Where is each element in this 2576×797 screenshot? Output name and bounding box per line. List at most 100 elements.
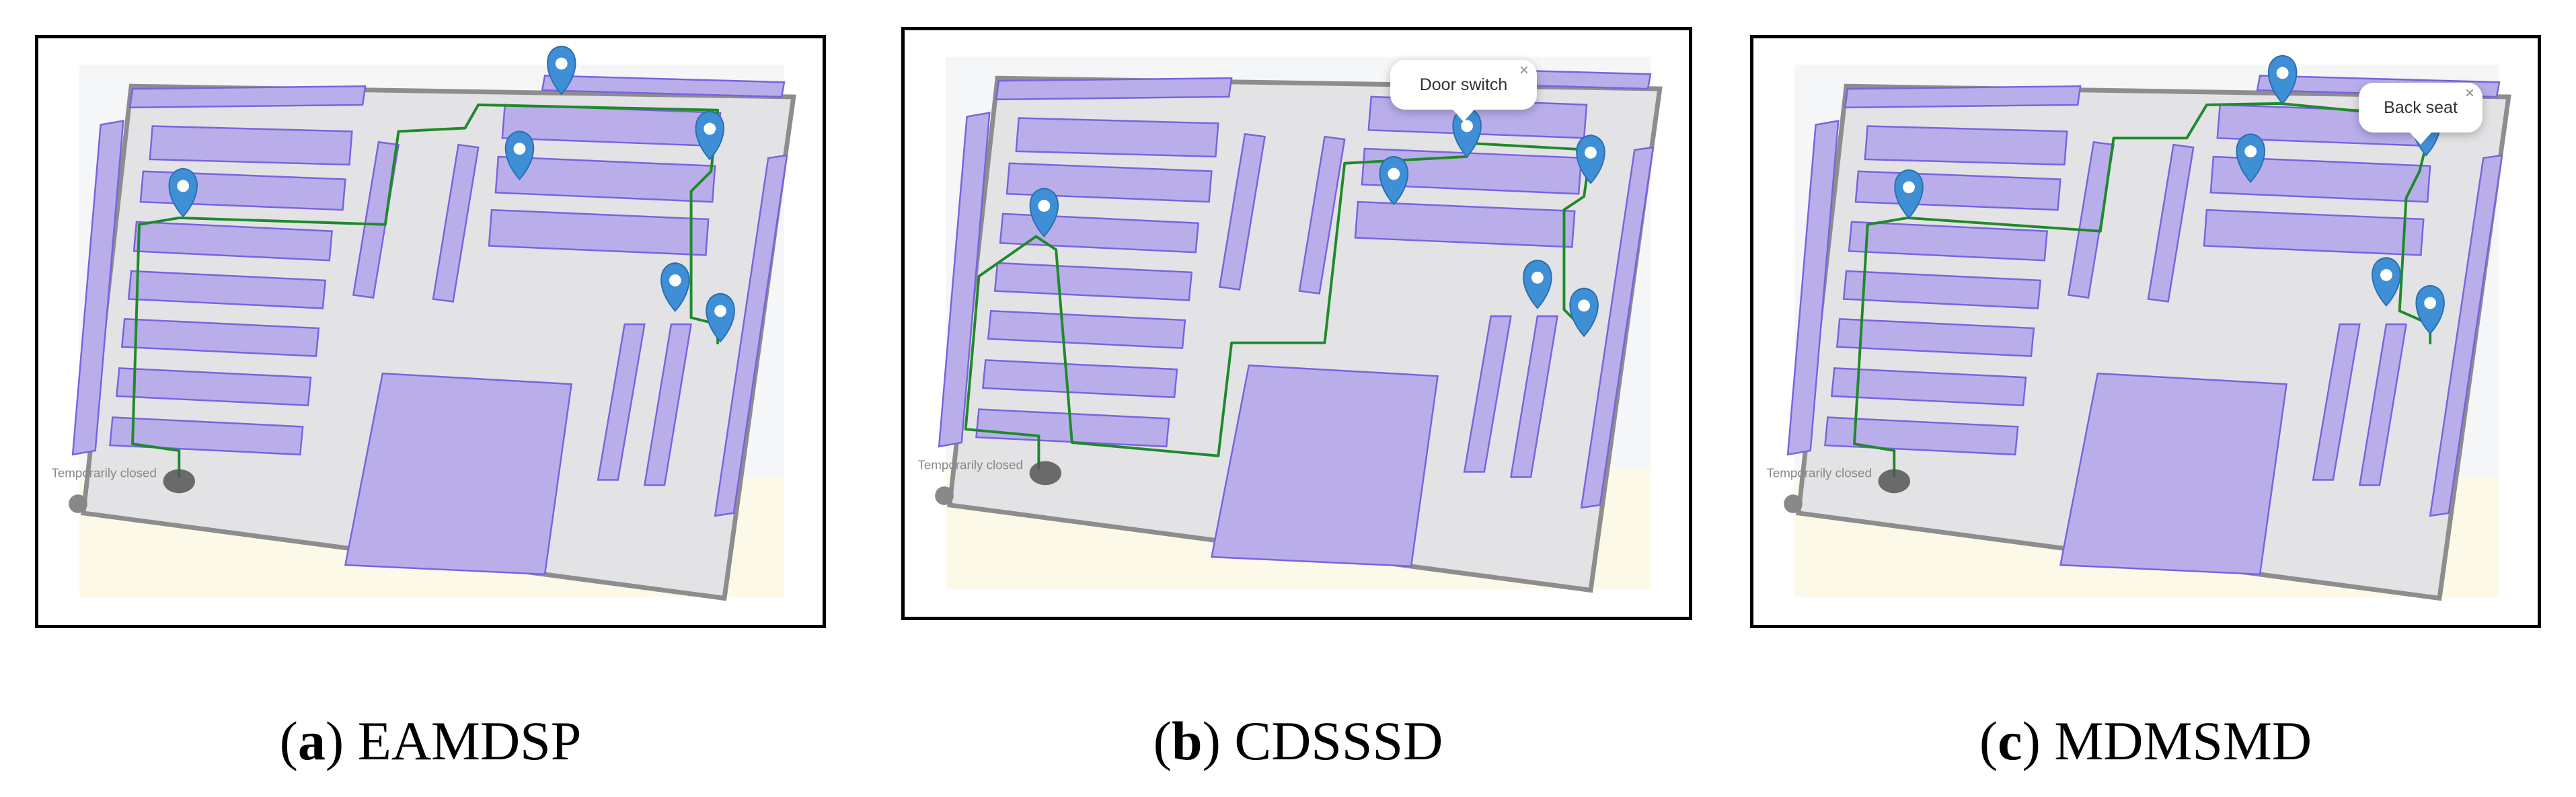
- shelf-block: [1835, 317, 2035, 357]
- shelf-block: [488, 208, 710, 256]
- warehouse-map-b: Temporarily closed: [917, 56, 1663, 593]
- pin-body: [1029, 188, 1059, 237]
- shelf-block: [2358, 323, 2408, 486]
- panel-b-svg: Temporarily closed: [917, 56, 1663, 593]
- closed-place-icon: [1784, 494, 1803, 513]
- pin-dot: [1903, 181, 1915, 194]
- location-pin-icon[interactable]: [1576, 135, 1605, 184]
- shelf-block: [1842, 270, 2042, 309]
- location-pin-icon[interactable]: [2415, 284, 2445, 335]
- popup-close-icon[interactable]: ×: [2464, 84, 2474, 102]
- caption-letter: b: [1171, 710, 1203, 771]
- caption-letter: a: [297, 710, 326, 771]
- pin-dot: [714, 305, 726, 317]
- closed-place-icon: [935, 486, 954, 505]
- location-pin-icon[interactable]: [695, 110, 724, 161]
- warehouse-map-c: Temporarily closed: [1766, 54, 2511, 601]
- caption-text: ) CDSSSD: [1202, 710, 1443, 771]
- shelf-block: [120, 317, 320, 357]
- shelf-block: [1848, 221, 2049, 262]
- location-pin-icon[interactable]: [2267, 54, 2298, 105]
- shelf-block: [993, 262, 1193, 301]
- location-pin-icon[interactable]: [1569, 287, 1599, 338]
- pin-dot: [1585, 147, 1597, 159]
- shelf-block: [714, 154, 788, 517]
- shelf-block: [981, 359, 1178, 399]
- pin-dot: [1461, 120, 1473, 132]
- location-pin-icon[interactable]: [660, 262, 690, 312]
- pin-body: [706, 293, 735, 343]
- closed-place-icon: [69, 494, 87, 513]
- location-pin-icon[interactable]: [1379, 155, 1409, 206]
- location-pin-icon[interactable]: [547, 45, 576, 96]
- shelf-block: [975, 408, 1170, 448]
- shelf-block: [1830, 367, 2027, 407]
- route-path: [131, 103, 720, 478]
- location-pin-icon[interactable]: [504, 130, 535, 181]
- shelf-block: [938, 112, 991, 448]
- temporarily-closed-label: Temporarily closed: [917, 458, 1022, 472]
- shelf-block: [995, 77, 1233, 101]
- shelf-block: [1786, 120, 1840, 456]
- shelf-block: [149, 125, 353, 166]
- location-pin-icon[interactable]: [2236, 133, 2265, 184]
- shelf-block: [2312, 323, 2361, 481]
- pin-dot: [1038, 200, 1051, 212]
- door-switch-popup[interactable]: Door switch ×: [1390, 60, 1537, 122]
- location-pin-icon[interactable]: [1894, 169, 1924, 219]
- panel-a-svg: Temporarily closed: [51, 45, 796, 601]
- location-pin-icon[interactable]: [1029, 188, 1059, 237]
- back-seat-popup[interactable]: Back seat ×: [2359, 83, 2483, 145]
- shelf-block: [1824, 416, 2019, 456]
- shelf-block: [1218, 132, 1266, 291]
- shelf-block: [128, 85, 367, 109]
- shelf-block: [1463, 315, 1512, 473]
- shelf-block: [2429, 154, 2503, 517]
- shelf-block: [2067, 141, 2115, 299]
- shelf-block: [1015, 117, 1219, 158]
- pin-dot: [513, 143, 526, 155]
- shelf-block: [109, 416, 304, 456]
- shelf-block: [344, 372, 573, 576]
- caption-text: ) EAMDSP: [325, 710, 582, 771]
- caption-c: (c) MDMSMD: [1979, 710, 2312, 771]
- location-pin-icon[interactable]: [2372, 257, 2401, 307]
- shelf-block: [987, 309, 1186, 349]
- location-pin-icon[interactable]: [1523, 260, 1552, 309]
- panel-c-svg: Temporarily closed: [1766, 54, 2511, 601]
- shelf-block: [432, 143, 480, 303]
- pin-body: [547, 45, 576, 96]
- popup-close-icon[interactable]: ×: [1519, 61, 1529, 79]
- shelf-block: [1298, 135, 1346, 295]
- location-pin-icon[interactable]: [168, 167, 198, 218]
- shelf-block: [597, 323, 646, 481]
- pin-dot: [704, 122, 716, 135]
- shelf-block: [2209, 155, 2431, 203]
- pin-dot: [2276, 67, 2289, 79]
- pin-body: [1576, 135, 1605, 184]
- temporarily-closed-label: Temporarily closed: [1766, 466, 1871, 480]
- popup-label: Back seat: [2384, 98, 2458, 117]
- shelf-block: [501, 104, 722, 147]
- shelf-block: [2059, 372, 2288, 576]
- shelf-block: [127, 270, 327, 309]
- pin-dot: [2380, 269, 2392, 281]
- pin-dot: [555, 57, 568, 70]
- shelf-block: [541, 75, 786, 98]
- temporarily-closed-label: Temporarily closed: [51, 466, 156, 480]
- pin-dot: [669, 274, 681, 287]
- pin-body: [2372, 257, 2401, 307]
- pin-body: [2415, 284, 2445, 335]
- pin-dot: [1578, 299, 1590, 312]
- shelf-block: [352, 141, 400, 299]
- pin-dot: [177, 180, 190, 192]
- warehouse-map-a: Temporarily closed: [51, 45, 796, 601]
- pin-body: [1523, 260, 1552, 309]
- shelf-block: [643, 323, 693, 486]
- pin-body: [168, 167, 198, 218]
- route-path: [964, 142, 1592, 469]
- location-pin-icon[interactable]: [706, 293, 735, 343]
- pin-body: [2267, 54, 2298, 105]
- start-marker: [1878, 469, 1911, 494]
- caption-letter: c: [1998, 710, 2022, 771]
